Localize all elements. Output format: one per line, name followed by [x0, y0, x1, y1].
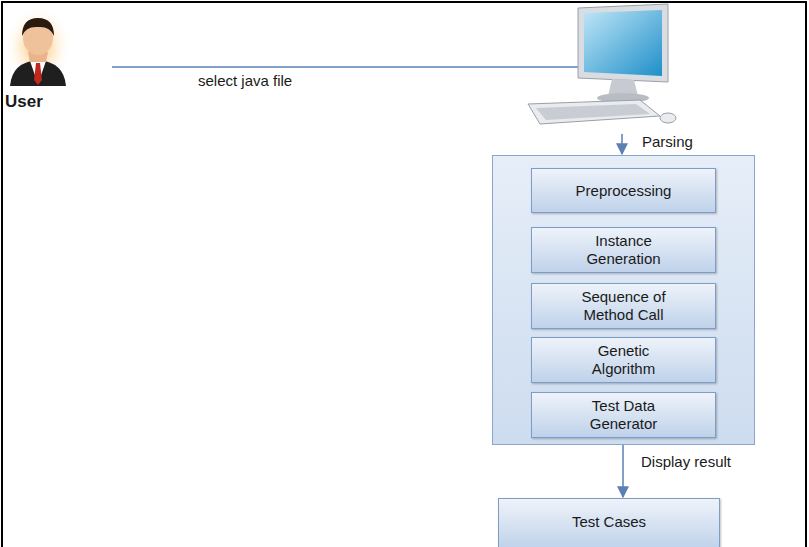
box-label: Test Cases: [572, 513, 646, 531]
process-box: Sequence of Method Call: [531, 283, 716, 329]
user-label-box: User: [5, 92, 75, 112]
computer-icon: [528, 4, 676, 124]
output-box: Test Cases: [498, 498, 720, 547]
process-box: Instance Generation: [531, 227, 716, 273]
process-box: Test Data Generator: [531, 392, 716, 438]
flow-arrow: [112, 66, 594, 68]
process-panel: PreprocessingInstance GenerationSequence…: [492, 155, 755, 445]
flow-label: Display result: [639, 453, 733, 470]
box-label: Preprocessing: [576, 182, 672, 200]
box-label: Sequence of Method Call: [568, 288, 680, 324]
flow-arrow: [621, 134, 623, 154]
actor-label: User: [5, 92, 75, 112]
box-label: Test Data Generator: [568, 397, 680, 433]
process-box: Preprocessing: [531, 168, 716, 213]
box-label: Instance Generation: [568, 232, 680, 268]
flow-arrow: [622, 445, 624, 497]
flow-label: select java file: [196, 72, 294, 89]
user-icon: [4, 6, 72, 86]
box-label: Genetic Algorithm: [568, 342, 680, 378]
flow-label: Parsing: [640, 133, 695, 150]
process-box: Genetic Algorithm: [531, 337, 716, 383]
